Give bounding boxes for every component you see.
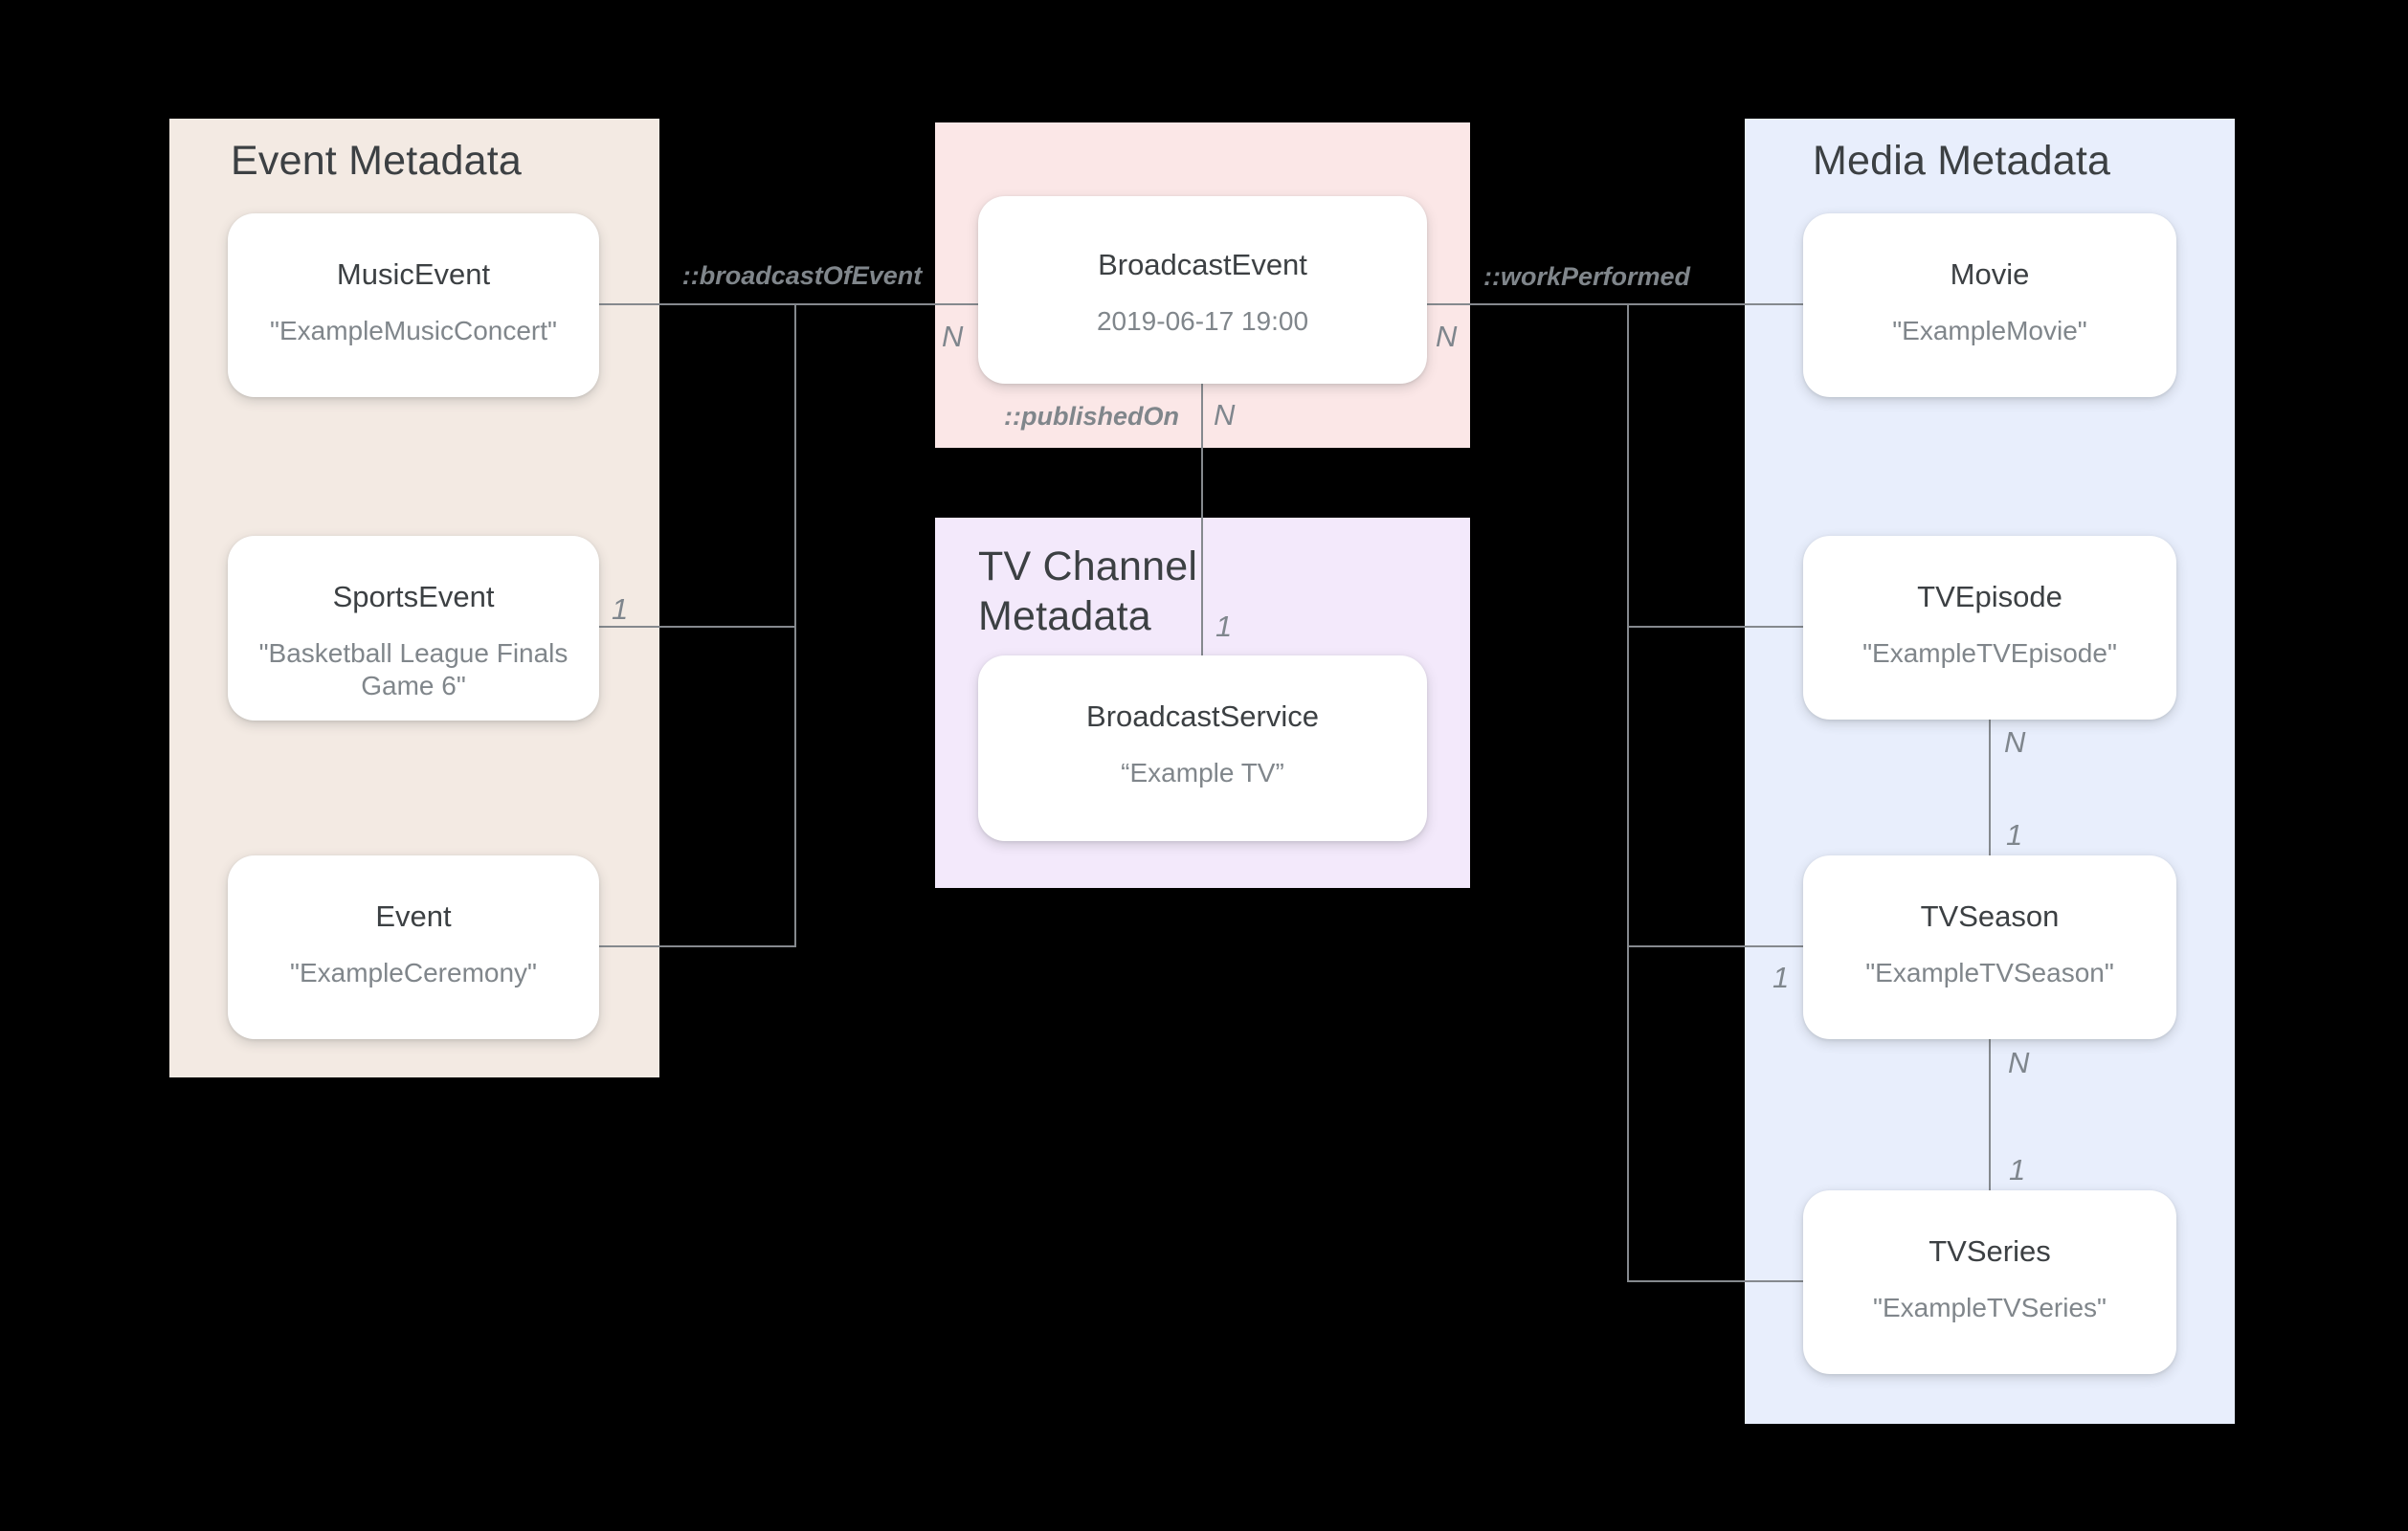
node-value: "ExampleTVEpisode" — [1862, 638, 2117, 668]
multiplicity-episode-season-n: N — [2004, 725, 2026, 759]
node-sportsevent: SportsEvent "Basketball League Finals Ga… — [228, 536, 599, 721]
edge-label-work-performed: ::workPerformed — [1483, 262, 1691, 291]
multiplicity-season-series-1: 1 — [2009, 1153, 2026, 1187]
multiplicity-broadcastofevent-n: N — [942, 320, 964, 353]
node-tvseries: TVSeries "ExampleTVSeries" — [1803, 1190, 2176, 1374]
node-broadcastservice: BroadcastService “Example TV” — [978, 655, 1427, 841]
node-event: Event "ExampleCeremony" — [228, 855, 599, 1039]
node-broadcastevent: BroadcastEvent 2019-06-17 19:00 — [978, 196, 1427, 384]
connector-tvseason-tvseries — [1989, 1039, 1991, 1190]
node-title: BroadcastEvent — [1098, 248, 1307, 281]
node-value: "ExampleCeremony" — [290, 958, 537, 987]
multiplicity-publishedon-1: 1 — [1215, 610, 1233, 643]
node-value: "Basketball League Finals Game 6" — [258, 638, 569, 700]
connector-sportsevent-trunk — [599, 626, 796, 628]
multiplicity-publishedon-n: N — [1214, 398, 1236, 432]
node-title: TVSeries — [1929, 1234, 2051, 1268]
node-tvseason: TVSeason "ExampleTVSeason" — [1803, 855, 2176, 1039]
multiplicity-broadcastofevent-1: 1 — [612, 592, 629, 626]
connector-right-trunk — [1627, 303, 1629, 1282]
node-value: "ExampleTVSeason" — [1865, 958, 2114, 987]
event-metadata-title: Event Metadata — [231, 138, 522, 184]
edge-label-broadcast-of-event: ::broadcastOfEvent — [681, 261, 923, 290]
node-value: "ExampleMovie" — [1892, 316, 2087, 345]
connector-trunk-tvseason — [1627, 945, 1803, 947]
node-title: BroadcastService — [1086, 699, 1319, 733]
media-metadata-title: Media Metadata — [1813, 138, 2111, 184]
node-value: "ExampleMusicConcert" — [270, 316, 557, 345]
connector-broadcastevent-movie — [1427, 303, 1803, 305]
node-musicevent: MusicEvent "ExampleMusicConcert" — [228, 213, 599, 397]
node-title: Event — [375, 899, 452, 933]
multiplicity-episode-season-1: 1 — [2006, 818, 2023, 852]
node-movie: Movie "ExampleMovie" — [1803, 213, 2176, 397]
node-title: TVEpisode — [1917, 580, 2062, 613]
node-title: SportsEvent — [332, 580, 495, 613]
connector-trunk-tvepisode — [1627, 626, 1803, 628]
multiplicity-workperformed-n: N — [1436, 320, 1458, 353]
connector-event-trunk — [599, 945, 796, 947]
node-title: MusicEvent — [336, 257, 491, 291]
connector-musicevent-broadcastevent — [599, 303, 978, 305]
node-tvepisode: TVEpisode "ExampleTVEpisode" — [1803, 536, 2176, 720]
node-value: 2019-06-17 19:00 — [1096, 306, 1309, 336]
multiplicity-workperformed-1: 1 — [1773, 961, 1790, 994]
node-title: TVSeason — [1920, 899, 2060, 933]
node-title: Movie — [1950, 257, 2030, 291]
connector-broadcastevent-broadcastservice — [1201, 384, 1203, 655]
multiplicity-season-series-n: N — [2008, 1046, 2030, 1079]
connector-tvepisode-tvseason — [1989, 720, 1991, 855]
connector-left-trunk — [794, 303, 796, 947]
edge-label-published-on: ::publishedOn — [1004, 402, 1179, 431]
node-value: "ExampleTVSeries" — [1873, 1293, 2107, 1322]
node-value: “Example TV” — [1121, 758, 1284, 788]
tv-channel-metadata-title: TV Channel Metadata — [978, 544, 1198, 639]
connector-trunk-tvseries — [1627, 1280, 1803, 1282]
